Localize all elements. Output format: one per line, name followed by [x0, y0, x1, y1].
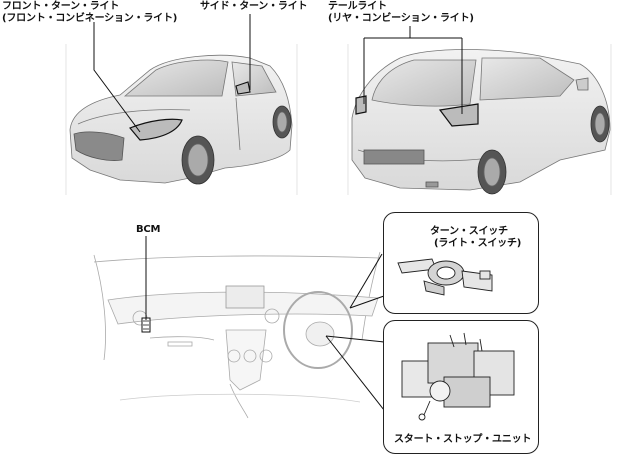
rear-car-illustration — [348, 44, 611, 195]
rear-combination-light-label: (リヤ・コンビーション・ライト) — [328, 13, 474, 25]
tail-light-label: テールライト — [328, 1, 387, 13]
light-switch-label: (ライト・スイッチ) — [434, 238, 521, 250]
front-combination-light-label: (フロント・コンビネーション・ライト) — [2, 13, 177, 25]
turn-switch-label: ターン・スイッチ — [430, 226, 508, 238]
start-stop-unit-label: スタート・ストップ・ユニット — [394, 434, 531, 446]
side-turn-light-label: サイド・ターン・ライト — [200, 1, 307, 13]
front-turn-light-label: フロント・ターン・ライト — [2, 1, 119, 13]
front-car-illustration — [66, 44, 297, 195]
bcm-label: BCM — [136, 224, 160, 236]
dashboard-illustration — [94, 252, 380, 418]
